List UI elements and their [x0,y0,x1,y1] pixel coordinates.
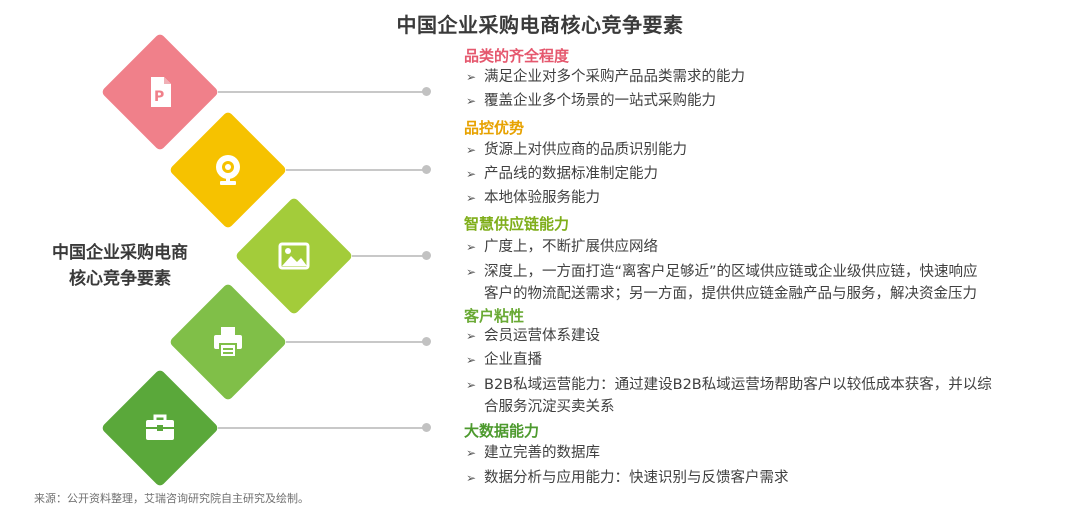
connector-line [218,91,428,93]
center-label: 中国企业采购电商 核心竞争要素 [30,240,210,292]
list-item: ➢会员运营体系建设 [466,325,600,347]
list-item: ➢满足企业对多个采购产品品类需求的能力 [466,66,745,88]
connector-dot [422,337,431,346]
printer-icon [208,322,248,362]
arrow-bullet-icon: ➢ [466,70,477,84]
list-item: ➢数据分析与应用能力：快速识别与反馈客户需求 [466,467,789,489]
connector-dot [422,87,431,96]
webcam-icon [208,150,248,190]
svg-text:P: P [154,89,164,105]
list-item: ➢深度上，一方面打造“离客户足够近”的区域供应链或企业级供应链，快速响应 客户的… [466,261,978,305]
list-item: ➢货源上对供应商的品质识别能力 [466,139,687,161]
arrow-bullet-icon: ➢ [466,378,477,392]
arrow-bullet-icon: ➢ [466,191,477,205]
list-item: ➢广度上，不断扩展供应网络 [466,236,658,258]
image-icon [274,236,314,276]
list-item: ➢建立完善的数据库 [466,442,600,464]
connector-dot [422,165,431,174]
connector-line [352,255,428,257]
section-title-category: 品类的齐全程度 [464,47,570,65]
arrow-bullet-icon: ➢ [466,446,477,460]
center-label-line2: 核心竞争要素 [69,269,171,289]
page-title: 中国企业采购电商核心竞争要素 [396,13,684,37]
list-item: ➢B2B私域运营能力：通过建设B2B私域运营场帮助客户以较低成本获客，并以综 合… [466,374,992,418]
arrow-bullet-icon: ➢ [466,143,477,157]
arrow-bullet-icon: ➢ [466,353,477,367]
center-label-line1: 中国企业采购电商 [52,243,188,263]
section-title-quality: 品控优势 [464,119,525,137]
section-title-bigdata: 大数据能力 [464,422,540,440]
list-item: ➢覆盖企业多个场景的一站式采购能力 [466,90,716,112]
document-p-icon: P [140,72,180,112]
section-title-stickiness: 客户粘性 [464,307,525,325]
connector-line [218,427,428,429]
arrow-bullet-icon: ➢ [466,240,477,254]
section-title-supply: 智慧供应链能力 [464,215,570,233]
arrow-bullet-icon: ➢ [466,167,477,181]
arrow-bullet-icon: ➢ [466,265,477,279]
source-note: 来源：公开资料整理，艾瑞咨询研究院自主研究及绘制。 [34,492,309,505]
arrow-bullet-icon: ➢ [466,94,477,108]
connector-dot [422,423,431,432]
connector-line [286,169,428,171]
list-item: ➢产品线的数据标准制定能力 [466,163,658,185]
connector-line [286,341,428,343]
briefcase-icon [140,408,180,448]
arrow-bullet-icon: ➢ [466,329,477,343]
list-item: ➢本地体验服务能力 [466,187,600,209]
arrow-bullet-icon: ➢ [466,471,477,485]
connector-dot [422,251,431,260]
list-item: ➢企业直播 [466,349,542,371]
